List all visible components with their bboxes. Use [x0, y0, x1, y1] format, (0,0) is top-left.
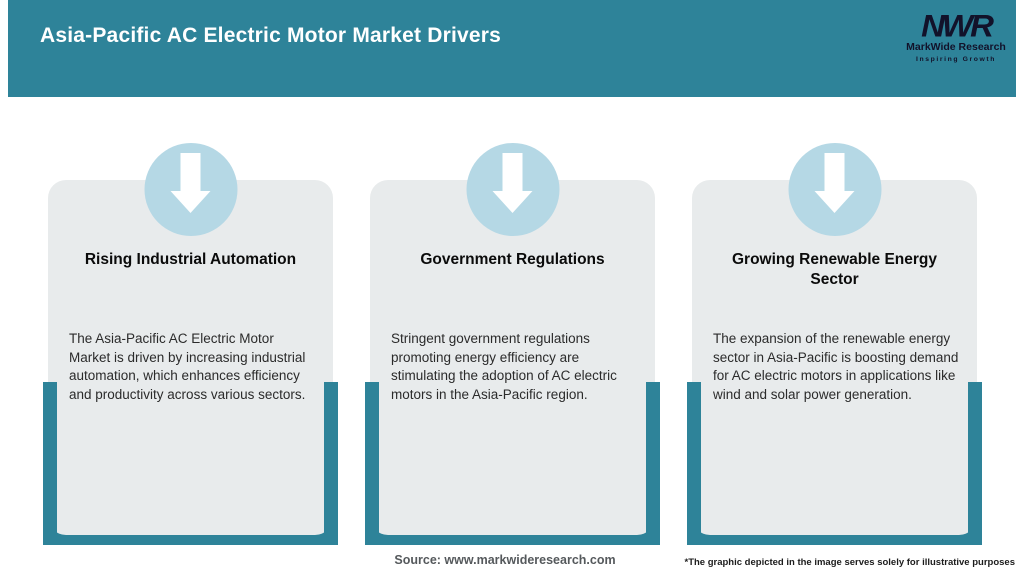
page-title: Asia-Pacific AC Electric Motor Market Dr… — [40, 24, 502, 47]
card-description: The Asia-Pacific AC Electric Motor Marke… — [69, 331, 306, 402]
card-description: Stringent government regulations promoti… — [391, 331, 617, 402]
card-accent-strip-left — [687, 382, 701, 545]
card-accent-strip-right — [968, 382, 982, 545]
card-accent-strip-left — [365, 382, 379, 545]
card-face — [48, 180, 333, 535]
down-arrow-icon — [788, 143, 881, 236]
source-text: Source: www.markwideresearch.com — [394, 553, 616, 567]
card-accent-strip-right — [324, 382, 338, 545]
cards-row: Rising Industrial Automation The Asia-Pa… — [43, 143, 982, 545]
card-face — [370, 180, 655, 535]
card-face — [692, 180, 977, 535]
card-accent-strip-right — [646, 382, 660, 545]
driver-card-government-regulations: Government Regulations Stringent governm… — [365, 143, 660, 545]
markwide-research-logo: NWR MarkWide Research Inspiring Growth — [906, 9, 1006, 63]
card-title: Rising Industrial Automation — [84, 251, 297, 268]
down-arrow-icon — [144, 143, 237, 236]
down-arrow-icon — [466, 143, 559, 236]
card-title: Government Regulations — [420, 251, 605, 268]
disclaimer-text: *The graphic depicted in the image serve… — [684, 557, 1016, 568]
card-title: Growing Renewable Energy Sector — [732, 251, 937, 289]
driver-card-renewable-energy: Growing Renewable Energy Sector The expa… — [687, 143, 982, 545]
card-description: The expansion of the renewable energy se… — [713, 331, 959, 402]
logo-tagline: Inspiring Growth — [916, 55, 996, 63]
header-banner: Asia-Pacific AC Electric Motor Market Dr… — [8, 0, 1016, 97]
logo-name: MarkWide Research — [906, 41, 1006, 53]
card-accent-strip-left — [43, 382, 57, 545]
driver-card-industrial-automation: Rising Industrial Automation The Asia-Pa… — [43, 143, 338, 545]
logo-acronym: NWR — [921, 7, 994, 44]
